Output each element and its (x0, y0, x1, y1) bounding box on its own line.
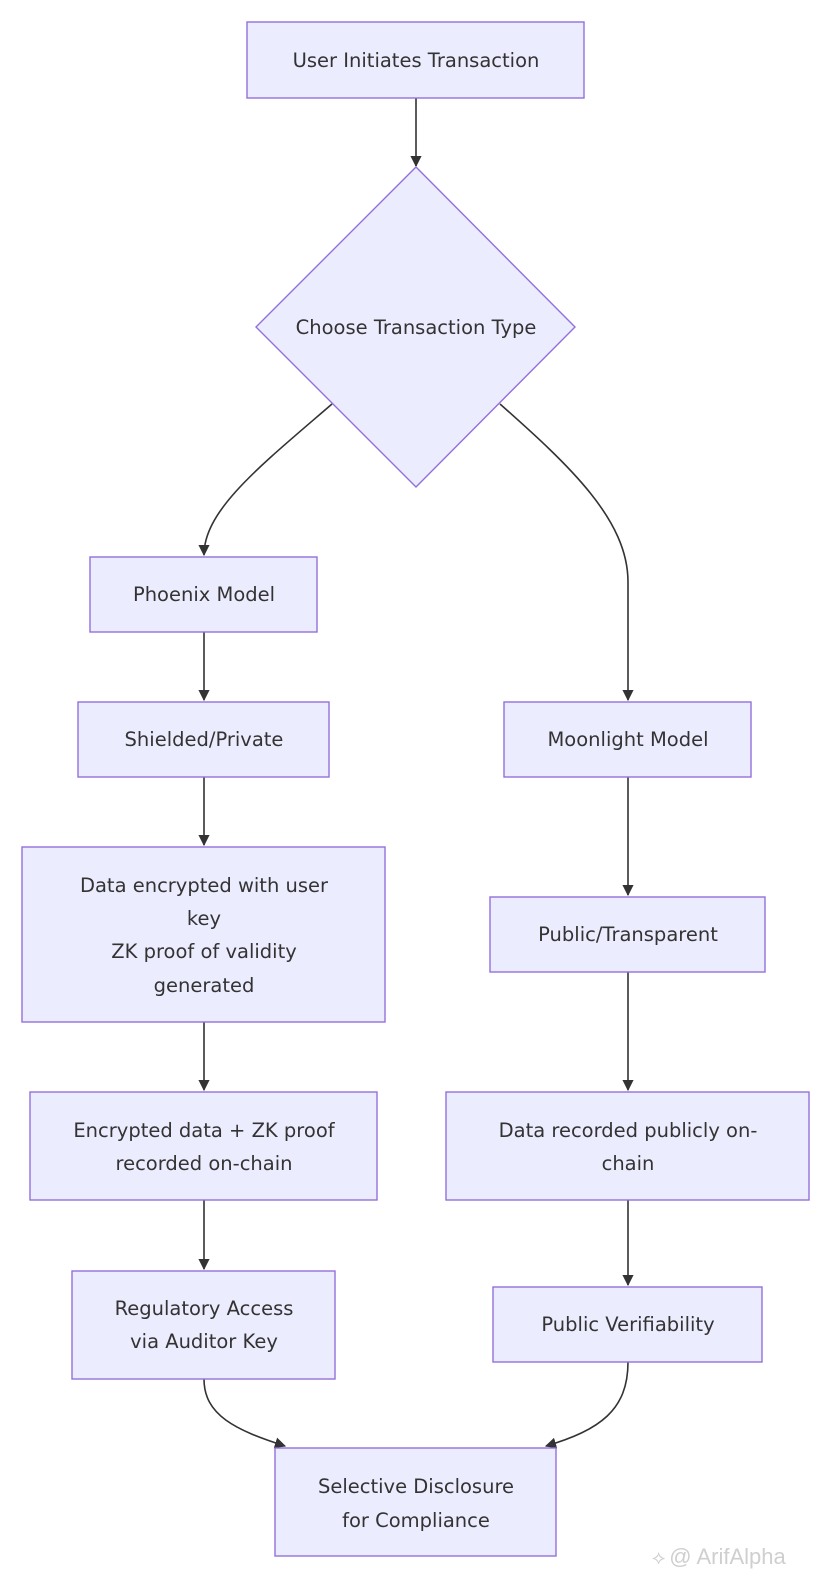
node-recorded-private-line-1: Encrypted data + ZK proof (73, 1119, 335, 1142)
edge-decision-phoenix (198, 403, 333, 557)
node-disclosure-line-1: Selective Disclosure (318, 1475, 514, 1498)
node-recorded-private: Encrypted data + ZK proof recorded on-ch… (29, 1091, 378, 1201)
node-moonlight: Moonlight Model (503, 701, 752, 778)
node-phoenix: Phoenix Model (89, 556, 318, 633)
node-encrypt-line-4: generated (154, 974, 255, 997)
node-decision: Choose Transaction Type (255, 166, 576, 488)
node-verifiability-label: Public Verifiability (541, 1313, 714, 1336)
binance-square-icon: ⟡ (652, 1547, 666, 1569)
node-phoenix-label: Phoenix Model (133, 583, 275, 606)
node-disclosure: Selective Disclosure for Compliance (274, 1447, 557, 1557)
node-moonlight-label: Moonlight Model (547, 728, 708, 751)
node-recorded-public-line-2: chain (602, 1152, 655, 1175)
node-start: User Initiates Transaction (246, 21, 585, 99)
node-disclosure-line-2: for Compliance (342, 1509, 490, 1532)
node-public-label: Public/Transparent (538, 923, 718, 946)
watermark-text: @ ArifAlpha (669, 1544, 786, 1569)
node-public: Public/Transparent (489, 896, 766, 973)
watermark: ⟡@ ArifAlpha (652, 1544, 786, 1570)
node-encrypt: Data encrypted with user key ZK proof of… (21, 846, 386, 1023)
node-shielded: Shielded/Private (77, 701, 330, 778)
edge-verifiability-disclosure (544, 1361, 629, 1449)
node-regulatory-line-2: via Auditor Key (130, 1330, 278, 1353)
node-shielded-label: Shielded/Private (125, 728, 284, 751)
node-recorded-public-line-1: Data recorded publicly on- (499, 1119, 758, 1142)
node-recorded-public: Data recorded publicly on- chain (445, 1091, 810, 1201)
node-decision-label: Choose Transaction Type (296, 316, 537, 339)
node-start-label: User Initiates Transaction (293, 49, 540, 72)
node-regulatory: Regulatory Access via Auditor Key (71, 1270, 336, 1380)
edge-decision-moonlight (499, 403, 634, 702)
node-recorded-private-line-2: recorded on-chain (116, 1152, 293, 1175)
node-encrypt-line-1: Data encrypted with user (80, 874, 329, 897)
node-encrypt-line-3: ZK proof of validity (111, 940, 297, 963)
node-verifiability: Public Verifiability (492, 1286, 763, 1363)
edges (198, 98, 634, 1449)
node-regulatory-line-1: Regulatory Access (115, 1297, 294, 1320)
node-encrypt-line-2: key (187, 907, 221, 930)
edge-regulatory-disclosure (203, 1378, 287, 1449)
